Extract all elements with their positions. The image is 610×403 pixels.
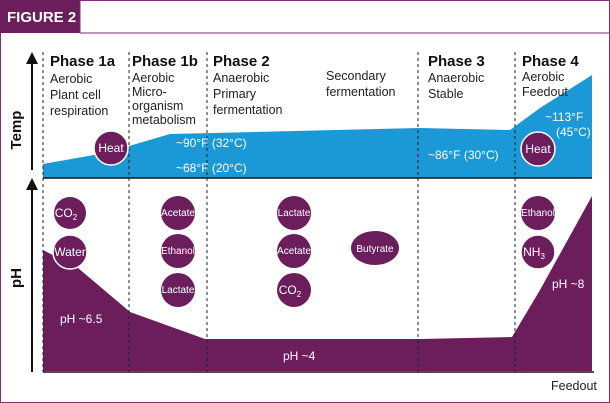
- svg-text:NH3: NH3: [523, 245, 545, 261]
- axes: [26, 52, 594, 373]
- svg-text:Lactate: Lactate: [278, 208, 311, 219]
- temp-label-86f: ~86°F (30°C): [428, 148, 499, 162]
- svg-text:Aerobic: Aerobic: [132, 71, 174, 85]
- svg-text:fermentation: fermentation: [213, 103, 283, 117]
- figure-label-box: [0, 0, 80, 33]
- lactate-bubble-1: Lactate: [161, 273, 195, 307]
- ph-axis-label: pH: [8, 268, 25, 288]
- acetate-bubble-1: Acetate: [161, 196, 195, 230]
- feedout-label: Feedout: [551, 379, 597, 393]
- svg-text:CO2: CO2: [55, 206, 78, 222]
- co2-bubble-1: CO2: [54, 197, 86, 229]
- phase-4-title: Phase 4: [522, 53, 579, 70]
- svg-text:Ethanol: Ethanol: [161, 246, 195, 257]
- ethanol-bubble-1: Ethanol: [161, 234, 195, 268]
- secondary-fermentation: Secondary: [326, 69, 387, 83]
- svg-text:fermentation: fermentation: [326, 85, 396, 99]
- phase-1a-title: Phase 1a: [50, 53, 116, 70]
- svg-text:Micro-: Micro-: [132, 85, 167, 99]
- co2-bubble-2: CO2: [277, 273, 311, 307]
- svg-text:Primary: Primary: [213, 87, 257, 101]
- svg-text:Anaerobic: Anaerobic: [428, 71, 484, 85]
- ph-label-8: pH ~8: [552, 277, 585, 291]
- heat-bubble-1: Heat: [93, 130, 129, 166]
- svg-text:Lactate: Lactate: [162, 285, 195, 296]
- svg-text:Stable: Stable: [428, 87, 463, 101]
- lactate-bubble-2: Lactate: [277, 196, 311, 230]
- heat-bubble-2: Heat: [520, 131, 556, 167]
- temp-label-113f: ~113°F: [545, 110, 583, 124]
- svg-text:Heat: Heat: [98, 141, 124, 155]
- svg-text:respiration: respiration: [50, 104, 108, 118]
- svg-text:Acetate: Acetate: [161, 208, 195, 219]
- water-bubble: Water: [52, 234, 88, 270]
- phase-1b-title: Phase 1b: [132, 53, 198, 70]
- svg-text:Aerobic: Aerobic: [50, 72, 92, 86]
- svg-text:Anaerobic: Anaerobic: [213, 71, 269, 85]
- svg-text:Feedout: Feedout: [522, 85, 568, 99]
- temperature-band: [43, 75, 592, 178]
- svg-text:Acetate: Acetate: [277, 246, 311, 257]
- svg-text:metabolism: metabolism: [132, 113, 196, 127]
- phase-separators: [42, 52, 516, 372]
- svg-text:Aerobic: Aerobic: [522, 70, 564, 84]
- svg-text:Ethanol: Ethanol: [521, 208, 555, 219]
- ethanol-bubble-2: Ethanol: [521, 196, 555, 230]
- butyrate-bubble: Butyrate: [351, 231, 399, 265]
- ph-area: [43, 196, 592, 371]
- svg-text:organism: organism: [132, 99, 183, 113]
- nh3-bubble: NH3: [520, 234, 556, 270]
- acetate-bubble-2: Acetate: [277, 234, 311, 268]
- figure-label: FIGURE 2: [7, 9, 76, 26]
- temp-label-90f: ~90°F (32°C): [176, 136, 247, 150]
- svg-text:CO2: CO2: [279, 283, 302, 299]
- temp-label-68f: ~68°F (20°C): [176, 161, 247, 175]
- svg-text:Plant cell: Plant cell: [50, 88, 101, 102]
- ph-label-4: pH ~4: [283, 349, 316, 363]
- phase-2-title: Phase 2: [213, 53, 270, 70]
- svg-text:Butyrate: Butyrate: [356, 244, 394, 255]
- phase-3-title: Phase 3: [428, 53, 485, 70]
- svg-text:Heat: Heat: [525, 142, 551, 156]
- ph-label-6-5: pH ~6.5: [60, 312, 103, 326]
- phase-headers: Phase 1a Aerobic Plant cell respiration …: [50, 53, 579, 127]
- temp-axis-label: Temp: [8, 111, 25, 150]
- svg-text:Water: Water: [54, 245, 86, 259]
- temp-label-45c: (45°C): [556, 125, 591, 139]
